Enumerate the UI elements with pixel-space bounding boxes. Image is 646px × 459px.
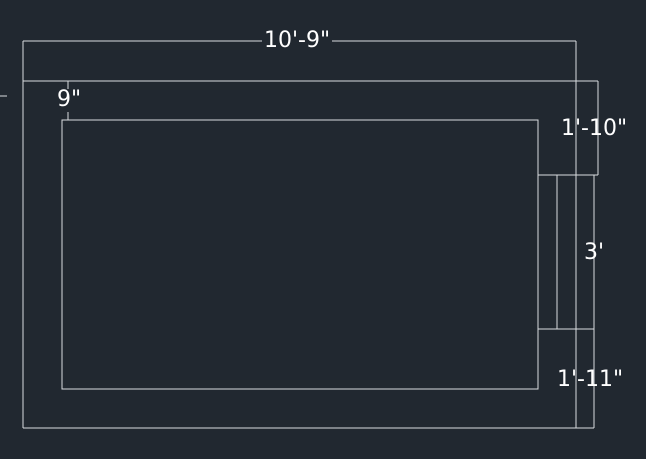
- inner-room-outline[interactable]: [61, 119, 539, 390]
- wall-offset-label[interactable]: 9": [55, 87, 84, 112]
- opening-dimension-label[interactable]: 3': [584, 240, 605, 265]
- overall-width-label[interactable]: 10'-9": [262, 28, 333, 53]
- top-right-dimension-label[interactable]: 1'-10": [561, 116, 628, 141]
- bottom-right-dimension-label[interactable]: 1'-11": [557, 367, 624, 392]
